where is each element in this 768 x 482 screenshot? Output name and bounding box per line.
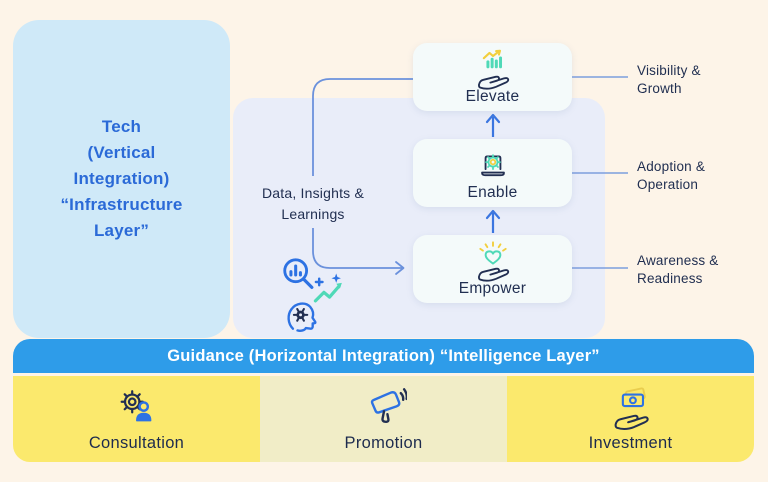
laptop-gear-icon: [480, 154, 505, 177]
pillar-label: Consultation: [88, 434, 185, 452]
infra-line: Layer”: [93, 221, 150, 240]
stage-enable: Enable: [413, 139, 572, 207]
divider: [13, 373, 754, 376]
outcome-line: Readiness: [637, 270, 703, 286]
stage-empower: Empower: [413, 235, 572, 303]
pillar-label: Investment: [588, 434, 673, 452]
hand-heart-icon: [477, 241, 509, 282]
outcome-line: Growth: [637, 80, 682, 96]
pillar-row: Consultation Promotion: [13, 376, 754, 462]
infra-line: (Vertical: [87, 143, 156, 162]
guidance-bar: Guidance (Horizontal Integration) “Intel…: [13, 339, 754, 373]
infra-line: “Infrastructure: [60, 195, 183, 214]
infra-line: Integration): [73, 169, 170, 188]
pillar-consultation: Consultation: [13, 376, 260, 462]
stage-label: Enable: [467, 184, 518, 201]
hand-growth-chart-icon: [477, 49, 509, 90]
pillar-label: Promotion: [344, 434, 423, 452]
stage-label: Empower: [458, 280, 527, 297]
infrastructure-layer-box: Tech (Vertical Integration) “Infrastruct…: [13, 20, 230, 338]
magnifier-chart-icon: [283, 258, 314, 289]
outcome-line: Visibility &: [637, 63, 701, 78]
outcome-visibility-growth: Visibility & Growth: [637, 62, 701, 97]
infrastructure-layer-label: Tech (Vertical Integration) “Infrastruct…: [60, 114, 182, 244]
guidance-layer-block: Guidance (Horizontal Integration) “Intel…: [13, 339, 754, 462]
head-gear-icon: [287, 302, 317, 332]
stage-label: Elevate: [465, 88, 520, 105]
hand-money-icon: [614, 387, 649, 430]
gear-person-icon: [120, 390, 151, 422]
infra-line: Tech: [101, 117, 142, 136]
data-insights-line1: Data, Insights &: [261, 185, 365, 201]
megaphone-icon: [370, 388, 407, 423]
data-insights-line2: Learnings: [281, 205, 345, 222]
guidance-bar-label: Guidance (Horizontal Integration) “Intel…: [167, 346, 600, 365]
trend-sparkle-icon: [313, 273, 342, 303]
outcome-adoption-operation: Adoption & Operation: [637, 158, 705, 193]
outcome-awareness-readiness: Awareness & Readiness: [637, 252, 719, 287]
pillar-investment: Investment: [507, 376, 754, 462]
outcome-line: Awareness &: [637, 253, 719, 268]
data-insights-label: Data, Insights & Learnings: [233, 183, 393, 224]
outcome-line: Operation: [637, 176, 699, 192]
pillar-promotion: Promotion: [260, 376, 507, 462]
outcome-line: Adoption &: [637, 159, 706, 174]
stage-elevate: Elevate: [413, 43, 572, 111]
